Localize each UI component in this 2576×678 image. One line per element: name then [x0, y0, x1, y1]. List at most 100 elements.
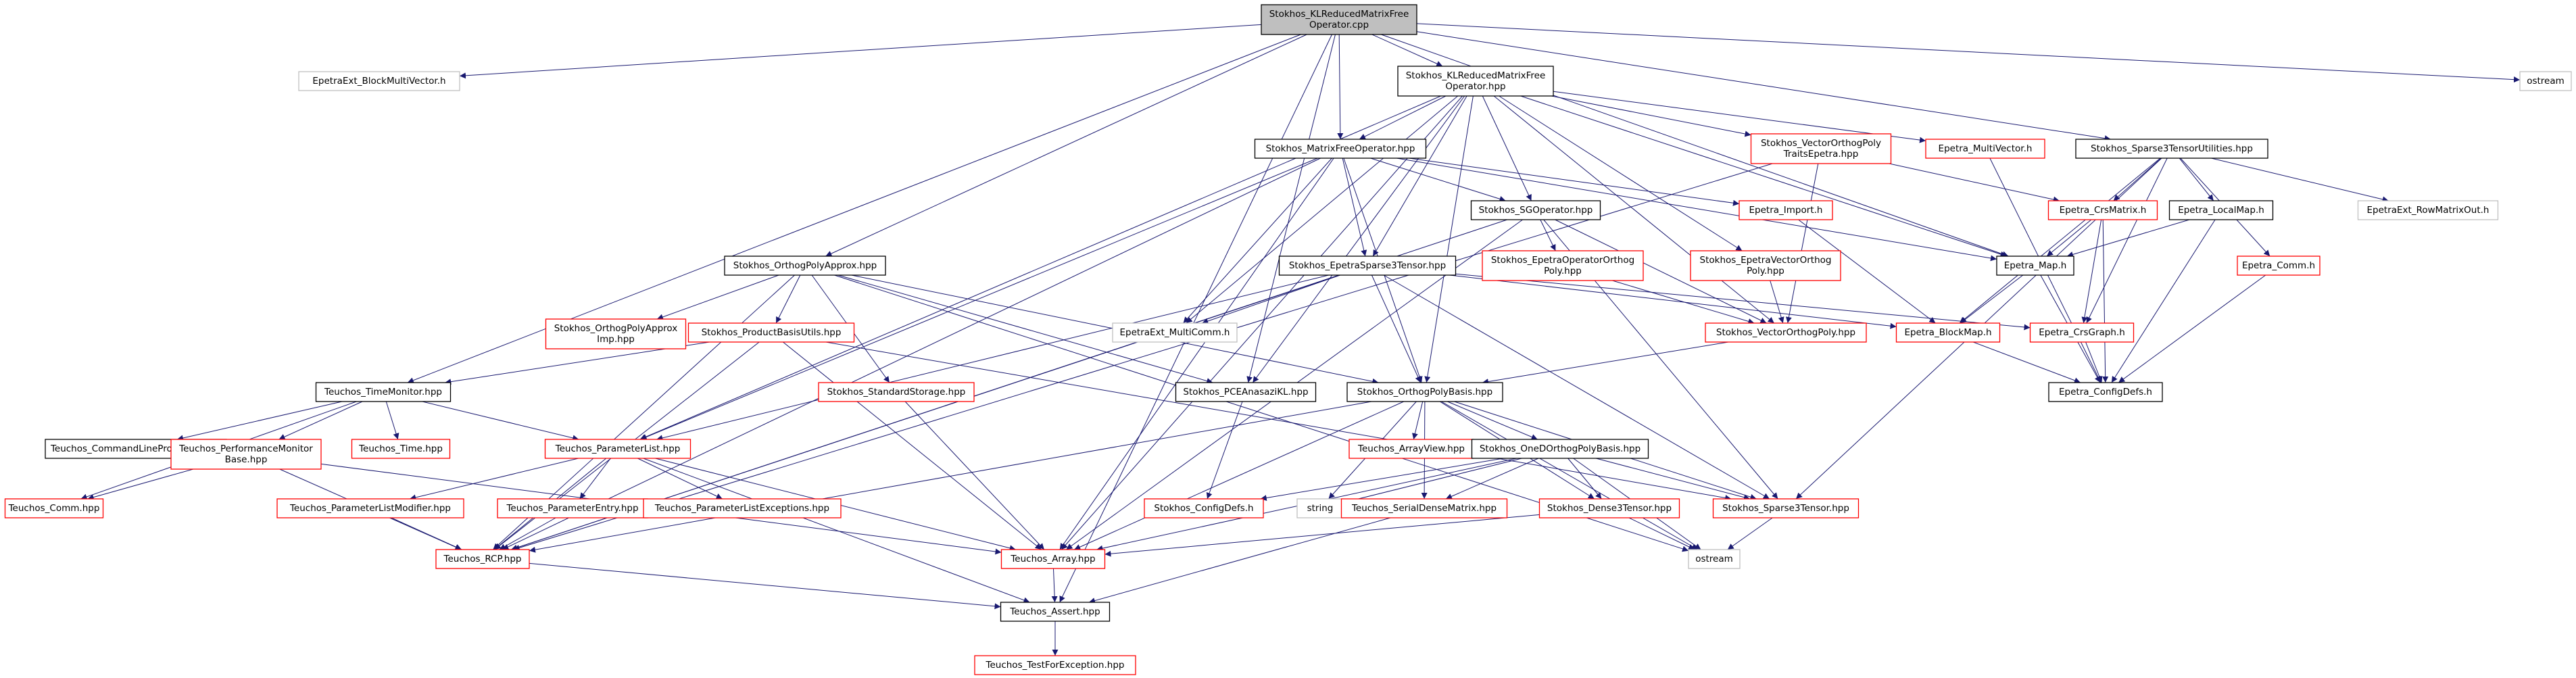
edge-mfop-to-rcp — [502, 158, 1321, 550]
edge-klhpp-to-orthbasis — [1424, 95, 1474, 383]
node-ostream_bot[interactable]: ostream — [1688, 549, 1741, 569]
node-plexc[interactable]: Teuchos_ParameterListExceptions.hpp — [643, 498, 842, 518]
node-box — [818, 382, 975, 402]
node-label: Epetra_Comm.h — [2242, 260, 2315, 271]
edge-sgop-to-epoporth — [1540, 219, 1556, 251]
node-ostream_top[interactable]: ostream — [2519, 71, 2572, 91]
edge-orthapprox-to-orthapproximp — [656, 274, 779, 320]
edge-orthbasis-to-ostream_bot — [1441, 401, 1698, 550]
node-box — [1688, 549, 1741, 569]
edge-sgop-to-vecorth — [1555, 219, 1767, 324]
edge-sparse3util-to-blockmap — [1959, 158, 2161, 324]
node-serialdense[interactable]: Teuchos_SerialDenseMatrix.hpp — [1340, 498, 1508, 518]
edge-mfop-to-array — [1059, 158, 1334, 550]
node-label: Stokhos_EpetraVectorOrthog — [1700, 255, 1832, 266]
node-orthbasis[interactable]: Stokhos_OrthogPolyBasis.hpp — [1346, 382, 1503, 402]
node-blockmap[interactable]: Epetra_BlockMap.h — [1895, 322, 2001, 343]
node-configdefs_ep[interactable]: Epetra_ConfigDefs.h — [2048, 382, 2163, 402]
edge-onedorth-to-string — [1342, 458, 1522, 504]
edge-mfop-to-paramlist — [640, 158, 1318, 440]
node-paramlist[interactable]: Teuchos_ParameterList.hpp — [544, 439, 691, 459]
node-label: Teuchos_TestForException.hpp — [986, 660, 1125, 671]
node-label: string — [1307, 503, 1334, 514]
edge-onedorth-to-configdefs_st — [1260, 458, 1504, 501]
node-box — [2519, 71, 2572, 91]
edge-root-to-ostream_top — [1416, 23, 2521, 83]
edge-timemon-to-time — [385, 401, 399, 440]
node-box — [2237, 256, 2320, 276]
node-label: Base.hpp — [225, 454, 268, 465]
node-multicomm[interactable]: EpetraExt_MultiComm.h — [1112, 322, 1238, 343]
node-localmap[interactable]: Epetra_LocalMap.h — [2168, 200, 2274, 220]
node-label: Teuchos_Array.hpp — [1010, 554, 1095, 564]
edge-blockmap-to-configdefs_ep — [1972, 341, 2081, 384]
node-label: Poly.hpp — [1544, 266, 1582, 276]
node-box — [1705, 322, 1867, 343]
node-assert[interactable]: Teuchos_Assert.hpp — [1000, 602, 1111, 622]
node-box — [276, 498, 464, 518]
node-dense3[interactable]: Stokhos_Dense3Tensor.hpp — [1538, 498, 1680, 518]
node-plmodifier[interactable]: Teuchos_ParameterListModifier.hpp — [276, 498, 464, 518]
node-crsgraph[interactable]: Epetra_CrsGraph.h — [2029, 322, 2135, 343]
node-configdefs_st[interactable]: Stokhos_ConfigDefs.h — [1144, 498, 1264, 518]
node-label: Stokhos_PCEAnasaziKL.hpp — [1183, 387, 1308, 397]
node-crsmatrix[interactable]: Epetra_CrsMatrix.h — [2047, 200, 2158, 220]
node-rowmatrixout[interactable]: EpetraExt_RowMatrixOut.h — [2357, 200, 2499, 220]
node-box — [1340, 498, 1508, 518]
edge-epsparse3-to-multicomm — [1202, 274, 1340, 324]
edge-epvecorth-to-vecorth — [1770, 280, 1784, 324]
node-testfor[interactable]: Teuchos_TestForException.hpp — [974, 655, 1136, 675]
node-mfop[interactable]: Stokhos_MatrixFreeOperator.hpp — [1254, 139, 1427, 159]
node-pceanasazi[interactable]: Stokhos_PCEAnasaziKL.hpp — [1175, 382, 1317, 402]
node-array[interactable]: Teuchos_Array.hpp — [1000, 549, 1106, 569]
node-stdstorage[interactable]: Stokhos_StandardStorage.hpp — [818, 382, 975, 402]
node-epmv[interactable]: Epetra_MultiVector.h — [1925, 139, 2045, 159]
node-label: Stokhos_OrthogPolyApprox.hpp — [733, 260, 877, 271]
node-blockmv[interactable]: EpetraExt_BlockMultiVector.h — [298, 71, 460, 91]
node-string[interactable]: string — [1296, 498, 1344, 518]
edge-epsparse3-to-paramlist — [656, 274, 1329, 441]
node-map[interactable]: Epetra_Map.h — [1996, 256, 2074, 276]
node-label: Teuchos_ArrayView.hpp — [1357, 443, 1465, 454]
node-box — [1471, 439, 1649, 459]
node-orthapprox[interactable]: Stokhos_OrthogPolyApprox.hpp — [724, 256, 886, 276]
node-import[interactable]: Epetra_Import.h — [1739, 200, 1833, 220]
node-label: Poly.hpp — [1747, 266, 1784, 276]
node-comm[interactable]: Epetra_Comm.h — [2237, 256, 2320, 276]
node-arrayview[interactable]: Teuchos_ArrayView.hpp — [1348, 439, 1474, 459]
node-prodbasis[interactable]: Stokhos_ProductBasisUtils.hpp — [687, 322, 855, 343]
node-sparse3[interactable]: Stokhos_Sparse3Tensor.hpp — [1712, 498, 1860, 518]
node-onedorth[interactable]: Stokhos_OneDOrthogPolyBasis.hpp — [1471, 439, 1649, 459]
node-vecorth[interactable]: Stokhos_VectorOrthogPoly.hpp — [1705, 322, 1867, 343]
file-nodes: Stokhos_KLReducedMatrixFreeOperator.cppE… — [4, 4, 2572, 675]
node-timemon[interactable]: Teuchos_TimeMonitor.hpp — [315, 382, 452, 402]
edge-sparse3util-to-rowmatrixout — [2211, 158, 2389, 203]
edge-root-to-blockmv — [459, 24, 1262, 79]
node-label: Teuchos_ParameterListExceptions.hpp — [654, 503, 829, 514]
node-box — [351, 439, 451, 459]
edge-sparse3util-to-crsgraph — [2086, 158, 2168, 324]
edge-klhpp-to-epsparse3 — [1372, 95, 1467, 257]
node-pentry[interactable]: Teuchos_ParameterEntry.hpp — [497, 498, 648, 518]
node-box — [1712, 498, 1860, 518]
node-box — [1175, 382, 1317, 402]
edge-vecorthtraits-to-rcp — [513, 163, 1773, 551]
node-epsparse3[interactable]: Stokhos_EpetraSparse3Tensor.hpp — [1278, 256, 1457, 276]
node-box — [1000, 602, 1111, 622]
node-rcp[interactable]: Teuchos_RCP.hpp — [435, 549, 530, 569]
edge-epoporth-to-vecorth — [1612, 280, 1755, 324]
node-label: Teuchos_ParameterListModifier.hpp — [289, 503, 451, 514]
node-box — [687, 322, 855, 343]
edge-onedorth-to-dense3 — [1568, 458, 1602, 500]
node-time[interactable]: Teuchos_Time.hpp — [351, 439, 451, 459]
node-tcomm[interactable]: Teuchos_Comm.hpp — [4, 498, 104, 518]
node-sgop[interactable]: Stokhos_SGOperator.hpp — [1470, 200, 1601, 220]
node-sparse3util[interactable]: Stokhos_Sparse3TensorUtilities.hpp — [2075, 139, 2268, 159]
